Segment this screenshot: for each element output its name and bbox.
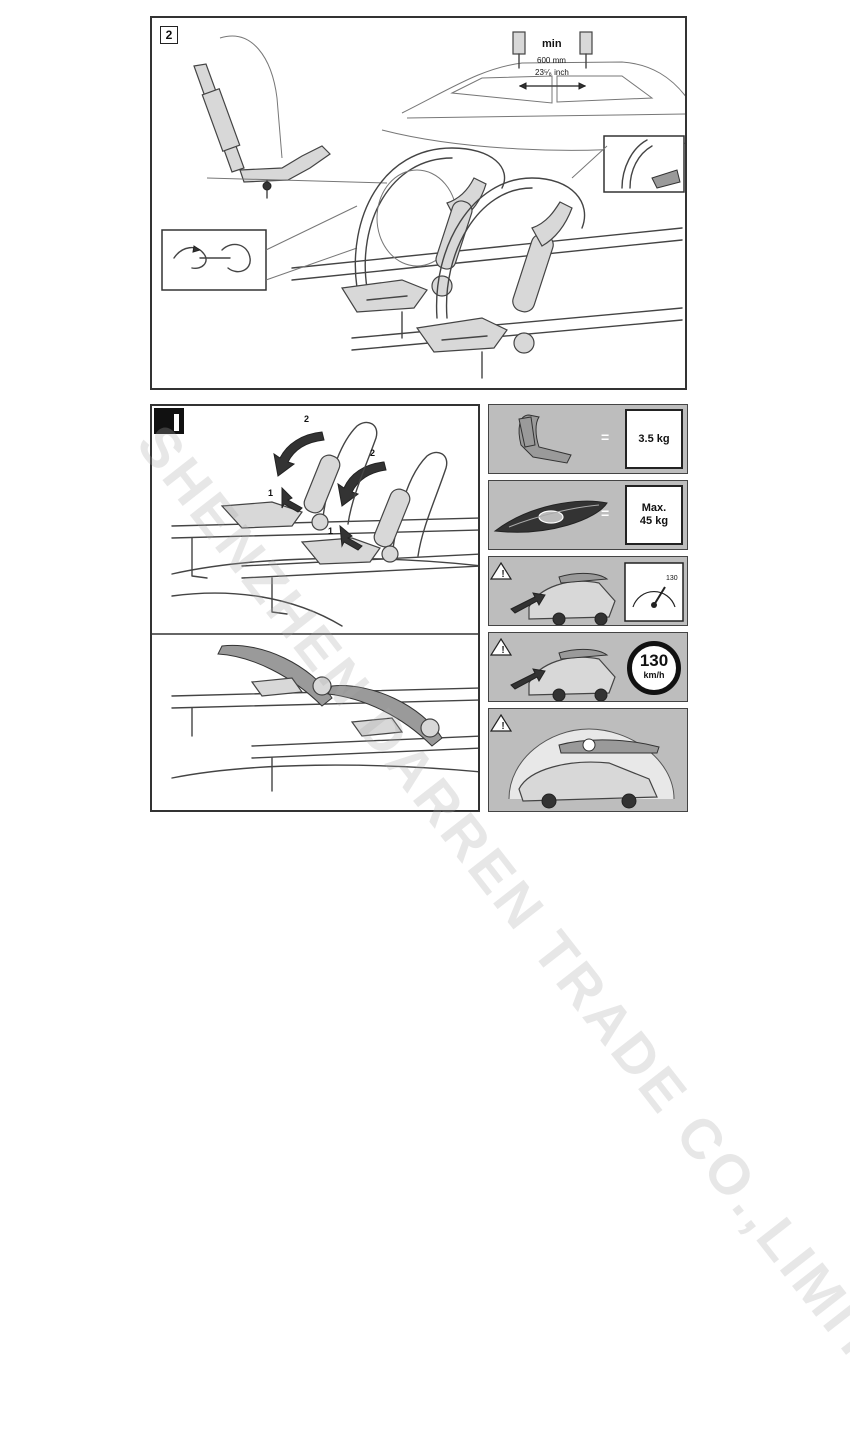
lift-label-b: 1 — [328, 526, 334, 536]
rotate-label-a: 2 — [304, 414, 310, 424]
max-load-line1: Max. — [641, 502, 667, 514]
speed-limit-sign: 130 km/h — [627, 641, 681, 695]
kayak-loaded-b-icon — [327, 685, 443, 747]
speed-gauge-panel: ! 130 — [488, 556, 688, 626]
lift-label-a: 1 — [268, 488, 274, 498]
rack-weight-panel: = 3.5 kg — [488, 404, 688, 474]
hand-tighten-inset — [161, 229, 267, 291]
weight-equals-sign: = — [601, 429, 610, 445]
strap-loop-left — [354, 147, 506, 289]
wind-arrow-icon — [510, 592, 546, 614]
info-icon — [154, 408, 184, 434]
step-2-panel: 2 — [150, 16, 687, 390]
max-load-panel: = Max. 45 kg — [488, 480, 688, 550]
lift-arrow-b-icon — [339, 524, 363, 551]
cradle-left-icon — [340, 279, 428, 313]
kayak-loaded-a-icon — [217, 644, 333, 707]
rack-foot-front-icon — [512, 31, 526, 55]
wind-arrow-icon-2 — [510, 668, 546, 690]
step-number-badge: 2 — [160, 26, 178, 44]
svg-text:!: ! — [501, 721, 504, 732]
warning-triangle-icon-3 — [489, 713, 513, 732]
car-front-icon — [518, 761, 658, 802]
step-2-illustration — [161, 31, 685, 379]
speed-limit-panel: ! 130 km/h — [488, 632, 688, 702]
mounting-panel: 2 1 2 1 — [150, 404, 480, 812]
rack-weight-value: 3.5 kg — [625, 409, 683, 469]
svg-text:!: ! — [501, 569, 504, 580]
strap-loop-right — [435, 177, 586, 319]
overhang-warning-panel: ! — [488, 708, 688, 812]
spacing-label-imperial: 23⁵⁄₈ inch — [535, 68, 569, 77]
spacing-label-metric: 600 mm — [537, 56, 566, 65]
warning-triangle-icon-2 — [489, 637, 513, 656]
speed-limit-unit: km/h — [643, 670, 665, 680]
svg-text:!: ! — [501, 645, 504, 656]
spacing-label-title: min — [542, 38, 562, 50]
cradle-right-icon — [415, 317, 508, 353]
lift-arrow-a-icon — [281, 486, 303, 513]
speed-gauge-tick: 130 — [666, 575, 678, 582]
mounting-illustration — [152, 421, 478, 792]
rotate-label-b: 2 — [370, 448, 376, 458]
rotate-arrow-b-icon — [337, 461, 387, 507]
max-load-line2: 45 kg — [639, 515, 669, 527]
rack-foot-rear-icon — [579, 31, 593, 55]
warning-triangle-icon — [489, 561, 513, 580]
load-equals-sign: = — [601, 505, 610, 521]
speed-limit-value: 130 — [639, 651, 669, 670]
upright-pad-right-icon — [512, 233, 554, 313]
max-load-value: Max. 45 kg — [625, 485, 683, 545]
rotate-arrow-a-icon — [273, 431, 325, 477]
